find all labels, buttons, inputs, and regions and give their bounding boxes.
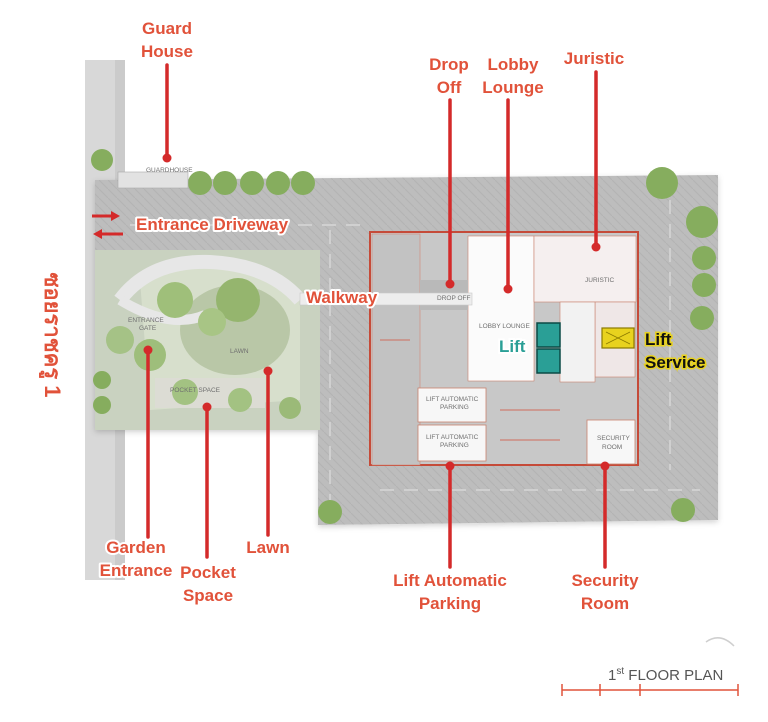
security-room-text-2: ROOM bbox=[602, 444, 622, 451]
drop-off-text: DROP OFF bbox=[437, 295, 470, 302]
service-lift bbox=[601, 327, 635, 349]
entrance-driveway-label: Entrance Driveway bbox=[136, 215, 289, 234]
road-name-label: ซอยราชครู 1 bbox=[38, 272, 65, 397]
lobby-lounge-text: LOBBY LOUNGE bbox=[479, 323, 530, 330]
drop-off-label-2: Off bbox=[437, 78, 462, 97]
security-room-label-1: Security bbox=[571, 571, 639, 590]
pocket-space-text: POCKET SPACE bbox=[170, 387, 221, 394]
pointers bbox=[143, 63, 610, 569]
lift-parking-1-text-2: PARKING bbox=[440, 404, 469, 411]
guardhouse-block bbox=[117, 171, 189, 189]
lift-service-label-1: Lift bbox=[645, 330, 672, 349]
north-arrow-icon bbox=[705, 637, 735, 647]
lift-label: Lift bbox=[499, 337, 526, 356]
walkway-label: Walkway bbox=[306, 288, 378, 307]
driveway-arrows-icon bbox=[92, 211, 123, 239]
garden-entrance-label-1: Garden bbox=[106, 538, 166, 557]
garden-entrance-label-2: Entrance bbox=[100, 561, 173, 580]
scale-bar bbox=[561, 684, 739, 696]
juristic-text: JURISTIC bbox=[585, 277, 615, 284]
lobby-lounge-label-2: Lounge bbox=[482, 78, 543, 97]
lift-parking-label-2: Parking bbox=[419, 594, 481, 613]
juristic-label: Juristic bbox=[564, 49, 624, 68]
lift-parking-2-text-1: LIFT AUTOMATIC bbox=[426, 434, 479, 441]
lawn-label: Lawn bbox=[246, 538, 289, 557]
trees bbox=[91, 149, 718, 524]
driveway-markings bbox=[130, 200, 700, 500]
security-room-text-1: SECURITY bbox=[597, 435, 631, 442]
lift-service-label-2: Service bbox=[645, 353, 706, 372]
lift-parking-label-1: Lift Automatic bbox=[393, 571, 507, 590]
pocket-space-label-1: Pocket bbox=[180, 563, 236, 582]
entrance-gate-text-2: GATE bbox=[139, 325, 157, 332]
security-room-label-2: Room bbox=[581, 594, 629, 613]
drop-off-label-1: Drop bbox=[429, 55, 469, 74]
lift-parking-2-text-2: PARKING bbox=[440, 442, 469, 449]
garden-area bbox=[95, 250, 320, 430]
passenger-lifts bbox=[536, 322, 561, 374]
lawn-text: LAWN bbox=[230, 348, 249, 355]
guard-house-label-1: Guard bbox=[142, 19, 192, 38]
pocket-space-label-2: Space bbox=[183, 586, 233, 605]
entrance-gate-text-1: ENTRANCE bbox=[128, 317, 164, 324]
guardhouse-text: GUARDHOUSE bbox=[146, 167, 193, 174]
lift-parking-1-text-1: LIFT AUTOMATIC bbox=[426, 396, 479, 403]
guard-house-label-2: House bbox=[141, 42, 193, 61]
lobby-lounge-label-1: Lobby bbox=[488, 55, 540, 74]
walkway-strip bbox=[299, 292, 473, 306]
floor-plan-title: 1st FLOOR PLAN bbox=[608, 666, 723, 684]
